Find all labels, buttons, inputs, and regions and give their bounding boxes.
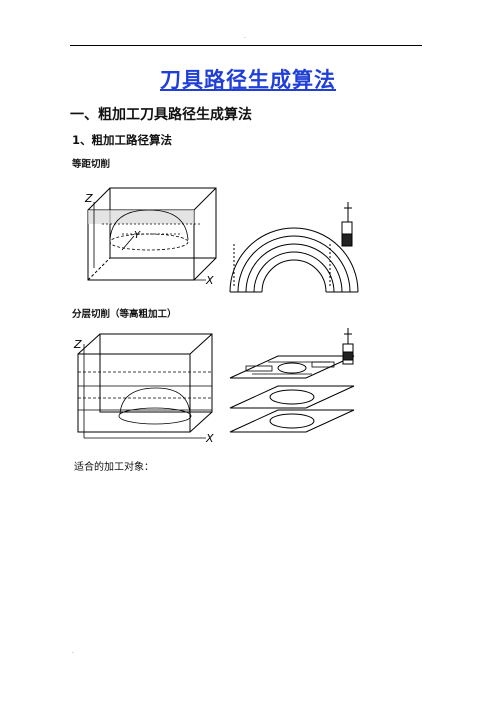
y-axis-label: Y [134, 230, 141, 241]
x-axis-label: X [205, 274, 214, 287]
layered-cutting-label: 分层切削（等高粗加工） [72, 309, 177, 320]
subsection-heading: 1、粗加工路径算法 [72, 133, 173, 147]
layered-box-figure: Z X [73, 333, 214, 445]
suitable-objects-text: 适合的加工对象： [74, 462, 154, 473]
document-title: 刀具路径生成算法 [160, 68, 336, 92]
equidistant-box-figure: Z X Y [84, 187, 217, 287]
z-axis-label: Z [84, 192, 93, 205]
section-heading: 一、粗加工刀具路径生成算法 [70, 107, 252, 123]
concentric-arcs-figure [229, 202, 359, 293]
x-axis-label-2: X [205, 432, 214, 445]
header-mark: . [244, 33, 246, 40]
header-rule [70, 45, 422, 46]
stacked-plates-figure [229, 328, 355, 433]
equidistant-cutting-label: 等距切削 [72, 159, 111, 170]
z-axis-label-2: Z [73, 338, 82, 351]
footer-mark: . [72, 648, 74, 655]
